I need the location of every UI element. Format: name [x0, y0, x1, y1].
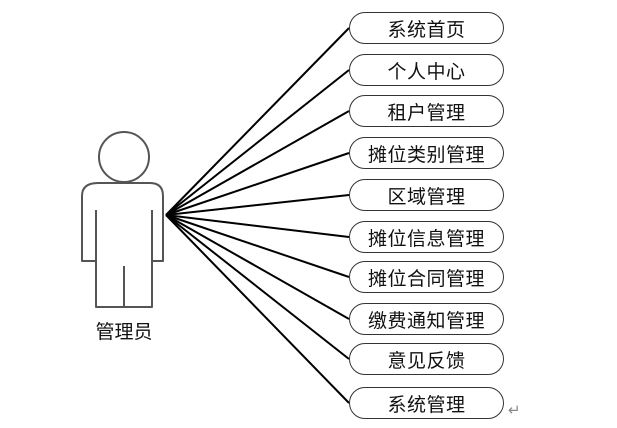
use-case-system: 系统管理 [349, 387, 504, 419]
connector-line-stall-contract [165, 214, 350, 278]
use-case-area: 区域管理 [349, 179, 504, 211]
actor-label: 管理员 [95, 321, 153, 343]
person-icon [81, 131, 164, 308]
use-case-home: 系统首页 [349, 12, 504, 44]
connector-line-personal [165, 69, 350, 216]
connector-line-payment-notice [165, 214, 350, 320]
connector-line-home [165, 27, 350, 216]
connector-line-system [165, 214, 350, 404]
use-case-feedback: 意见反馈 [349, 343, 504, 375]
connector-line-feedback [165, 214, 350, 360]
use-case-tenant: 租户管理 [349, 95, 504, 127]
use-case-stall-contract: 摊位合同管理 [349, 261, 504, 293]
connector-line-area [165, 194, 350, 216]
use-case-personal: 个人中心 [349, 54, 504, 86]
paragraph-mark-icon: ↵ [508, 401, 521, 419]
actor-head [98, 131, 150, 183]
use-case-stall-category: 摊位类别管理 [349, 137, 504, 169]
use-case-payment-notice: 缴费通知管理 [349, 303, 504, 335]
connector-line-tenant [165, 110, 350, 216]
connector-line-stall-info [165, 214, 350, 238]
connector-lines [165, 27, 350, 404]
connector-line-stall-category [165, 152, 350, 216]
actor-body [81, 182, 164, 308]
use-case-stall-info: 摊位信息管理 [349, 221, 504, 253]
